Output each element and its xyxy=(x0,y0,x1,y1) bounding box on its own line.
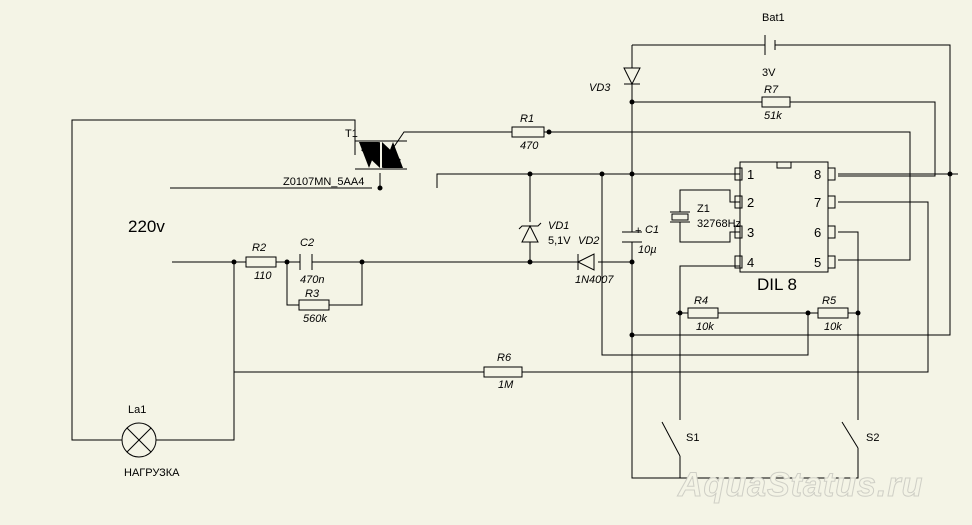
zener-vd1: VD1 5,1V xyxy=(518,220,571,247)
la1-ref: La1 xyxy=(128,404,146,416)
r7-ref: R7 xyxy=(764,84,779,96)
resistor-r1: R1 470 xyxy=(511,113,545,152)
ic-pin-5: 5 xyxy=(814,255,821,270)
lamp-la1: La1 НАГРУЗКА xyxy=(121,404,180,479)
r5-value: 10k xyxy=(824,321,842,333)
bat1-ref: Bat1 xyxy=(762,12,785,24)
r4-value: 10k xyxy=(696,321,714,333)
ic-pin-6: 6 xyxy=(814,225,821,240)
ic-pin-4: 4 xyxy=(747,255,754,270)
r2-value: 110 xyxy=(254,270,272,282)
s2-ref: S2 xyxy=(866,432,879,444)
la1-value: НАГРУЗКА xyxy=(124,467,180,479)
watermark: AquaStatus.ru xyxy=(677,466,923,504)
switch-s2: S2 xyxy=(841,421,879,449)
t1-part: Z0107MN_5AA4 xyxy=(283,176,364,188)
junction-dots xyxy=(231,99,953,338)
wires xyxy=(71,44,958,479)
t1-ref: T1 xyxy=(345,128,358,140)
r3-ref: R3 xyxy=(305,288,320,300)
r1-ref: R1 xyxy=(520,113,534,125)
triac-t1: T1 Z0107MN_5AA4 xyxy=(283,128,407,188)
ic-pin-1: 1 xyxy=(747,167,754,182)
resistor-r7: R7 51k xyxy=(761,84,791,122)
capacitor-c2: C2 470n xyxy=(299,237,324,286)
battery-bat1: Bat1 3V xyxy=(762,12,785,79)
vd3-ref: VD3 xyxy=(589,82,611,94)
resistor-r5: R5 10k xyxy=(817,295,849,333)
ic-dil8: 1 2 3 4 8 7 6 5 DIL 8 xyxy=(734,161,836,294)
r5-ref: R5 xyxy=(822,295,837,307)
r6-ref: R6 xyxy=(497,352,512,364)
r7-value: 51k xyxy=(764,110,782,122)
ic-pin-7: 7 xyxy=(814,195,821,210)
bat1-value: 3V xyxy=(762,67,776,79)
resistor-r4: R4 10k xyxy=(687,295,719,333)
ic-pin-2: 2 xyxy=(747,195,754,210)
r4-ref: R4 xyxy=(694,295,708,307)
c2-value: 470n xyxy=(300,274,324,286)
diode-vd3: VD3 xyxy=(589,67,641,94)
capacitor-c1: + C1 10µ xyxy=(622,224,659,256)
z1-ref: Z1 xyxy=(697,203,710,215)
resistor-r3: R3 560k xyxy=(298,288,330,325)
c1-polarity: + xyxy=(635,225,641,237)
diode-vd2: VD2 1N4007 xyxy=(575,235,614,286)
ic-pin-3: 3 xyxy=(747,225,754,240)
z1-value: 32768Hz xyxy=(697,218,741,230)
resistor-r6: R6 1M xyxy=(483,352,523,391)
r3-value: 560k xyxy=(303,313,327,325)
switch-s1: S1 xyxy=(661,421,699,457)
c2-ref: C2 xyxy=(300,237,314,249)
c1-ref: C1 xyxy=(645,224,659,236)
resistor-r2: R2 110 xyxy=(245,242,277,282)
mains-voltage-label: 220v xyxy=(128,217,165,236)
vd2-value: 1N4007 xyxy=(575,274,614,286)
r6-value: 1M xyxy=(498,379,514,391)
r2-ref: R2 xyxy=(252,242,266,254)
vd2-ref: VD2 xyxy=(578,235,599,247)
vd1-value: 5,1V xyxy=(548,235,571,247)
ic-package-label: DIL 8 xyxy=(757,275,797,294)
ic-pin-8: 8 xyxy=(814,167,821,182)
s1-ref: S1 xyxy=(686,432,699,444)
c1-value: 10µ xyxy=(638,244,657,256)
vd1-ref: VD1 xyxy=(548,220,569,232)
crystal-z1: Z1 32768Hz xyxy=(670,203,741,230)
r1-value: 470 xyxy=(520,140,539,152)
